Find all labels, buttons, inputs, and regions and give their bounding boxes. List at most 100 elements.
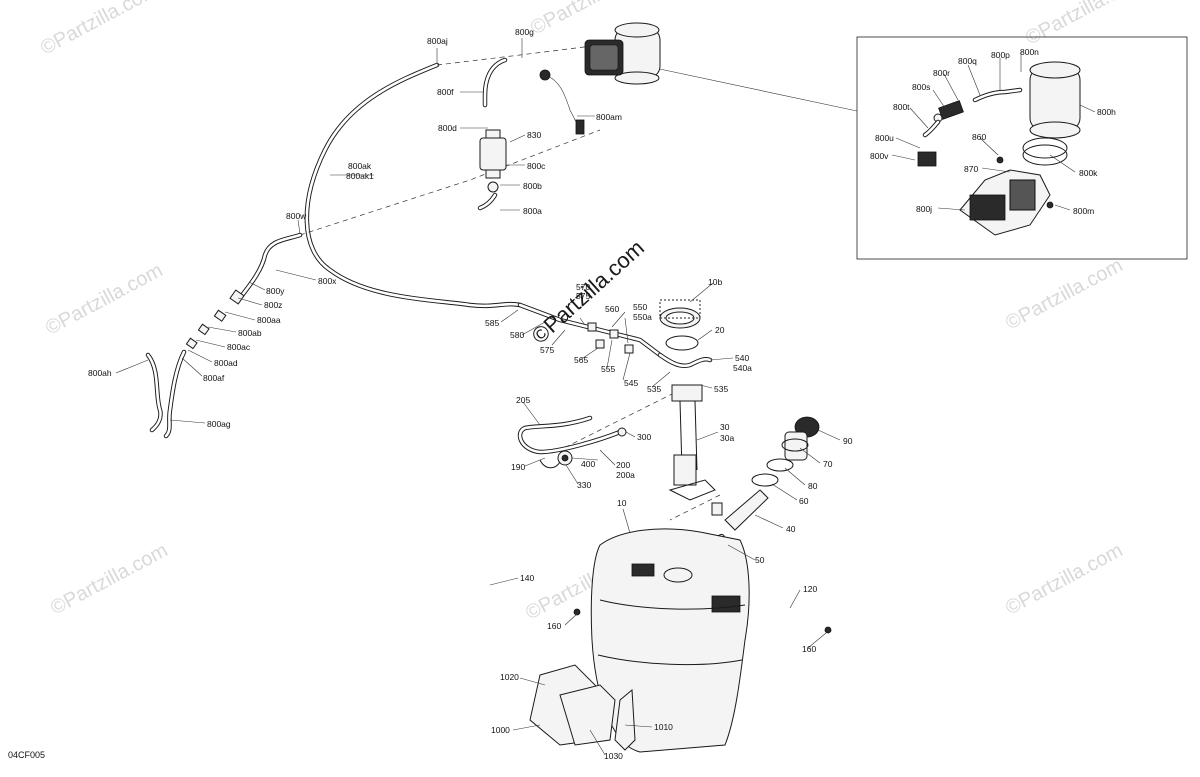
part-label-545: 545 — [624, 378, 638, 388]
part-label-30: 30 — [720, 422, 730, 432]
part-label-30a: 30a — [720, 433, 734, 443]
part-label-585: 585 — [485, 318, 499, 328]
part-label-800k: 800k — [1079, 168, 1098, 178]
part-label-200: 200 — [616, 460, 630, 470]
part-label-550: 550 — [633, 302, 647, 312]
part-label-540a: 540a — [733, 363, 752, 373]
part-label-800aj: 800aj — [427, 36, 448, 46]
part-label-300: 300 — [637, 432, 651, 442]
lock-ring-10b — [659, 299, 701, 329]
assembly-dash-line — [669, 494, 721, 521]
part-label-60: 60 — [799, 496, 809, 506]
part-label-830: 830 — [527, 130, 541, 140]
part-label-205: 205 — [516, 395, 530, 405]
hose-205 — [517, 415, 627, 469]
part-label-190: 190 — [511, 462, 525, 472]
watermark: ©Partzilla.com — [47, 539, 171, 619]
hose-chain-left — [145, 232, 303, 439]
watermark: ©Partzilla.com — [1002, 254, 1126, 334]
part-label-800q: 800q — [958, 56, 977, 66]
part-label-40: 40 — [786, 524, 796, 534]
part-label-575: 575 — [540, 345, 554, 355]
seal-20 — [665, 335, 699, 351]
part-label-860: 860 — [972, 132, 986, 142]
part-label-400: 400 — [581, 459, 595, 469]
part-label-550a: 550a — [633, 312, 652, 322]
assembly-dash-line — [436, 44, 601, 66]
part-label-800t: 800t — [893, 102, 910, 112]
fuel-tank-10 — [590, 528, 750, 753]
vent-hose-long — [304, 62, 523, 309]
strap-120 — [778, 538, 848, 660]
part-label-570: 570 — [576, 282, 590, 292]
fuel-filter-800c — [477, 129, 507, 211]
watermark: ©Partzilla.com — [1022, 0, 1146, 49]
part-label-560: 560 — [605, 304, 619, 314]
part-label-1000: 1000 — [491, 725, 510, 735]
inset-callout-line — [654, 67, 858, 112]
assembly-dash-line — [299, 129, 601, 236]
watermark: ©Partzilla.com — [42, 259, 166, 339]
part-label-800ak1: 800ak1 — [346, 171, 374, 181]
part-label-50: 50 — [755, 555, 765, 565]
part-label-160-left: 160 — [547, 621, 561, 631]
part-label-800v: 800v — [870, 151, 889, 161]
part-label-800af: 800af — [203, 373, 225, 383]
part-labels: 800aj 800g 800f 800am 800d 830 800c 800a… — [88, 27, 1116, 761]
part-label-800p: 800p — [991, 50, 1010, 60]
part-label-800ab: 800ab — [238, 328, 262, 338]
part-label-330: 330 — [577, 480, 591, 490]
part-label-800x: 800x — [318, 276, 337, 286]
part-label-20: 20 — [715, 325, 725, 335]
part-label-535-left: 535 — [647, 384, 661, 394]
part-label-565: 565 — [574, 355, 588, 365]
assembly-dash-line — [559, 384, 691, 451]
diagram-code: 04CF005 — [8, 750, 45, 760]
part-label-1020: 1020 — [500, 672, 519, 682]
fuel-pump-module-30 — [668, 384, 716, 501]
leader-lines — [115, 38, 1096, 756]
evap-canister-top — [584, 22, 661, 85]
inset-parts — [917, 61, 1081, 236]
part-label-800y: 800y — [266, 286, 285, 296]
part-label-800w: 800w — [286, 211, 307, 221]
part-label-800j: 800j — [916, 204, 932, 214]
part-label-10: 10 — [617, 498, 627, 508]
part-label-870: 870 — [964, 164, 978, 174]
part-label-800u: 800u — [875, 133, 894, 143]
part-label-575-top: 575 — [576, 291, 590, 301]
part-label-140: 140 — [520, 573, 534, 583]
part-label-80: 80 — [808, 481, 818, 491]
part-label-120: 120 — [803, 584, 817, 594]
part-label-1010: 1010 — [654, 722, 673, 732]
part-label-1030: 1030 — [604, 751, 623, 761]
part-label-200a: 200a — [616, 470, 635, 480]
part-label-800s: 800s — [912, 82, 930, 92]
part-label-800ak: 800ak — [348, 161, 372, 171]
watermark: ©Partzilla.com — [37, 0, 161, 59]
part-label-800a: 800a — [523, 206, 542, 216]
part-label-70: 70 — [823, 459, 833, 469]
part-label-800f: 800f — [437, 87, 454, 97]
part-label-800g: 800g — [515, 27, 534, 37]
part-label-10b: 10b — [708, 277, 722, 287]
part-label-580: 580 — [510, 330, 524, 340]
part-label-800ah: 800ah — [88, 368, 112, 378]
part-label-800ac: 800ac — [227, 342, 251, 352]
part-label-800d: 800d — [438, 123, 457, 133]
part-label-540: 540 — [735, 353, 749, 363]
strap-140 — [483, 510, 581, 640]
part-label-800b: 800b — [523, 181, 542, 191]
part-label-535-right: 535 — [714, 384, 728, 394]
part-label-160-right: 160 — [802, 644, 816, 654]
inset-detail-box — [856, 36, 1188, 260]
part-label-800c: 800c — [527, 161, 546, 171]
part-label-90: 90 — [843, 436, 853, 446]
part-label-800h: 800h — [1097, 107, 1116, 117]
watermark: ©Partzilla.com — [1002, 539, 1126, 619]
part-label-800r: 800r — [933, 68, 950, 78]
part-label-800m: 800m — [1073, 206, 1094, 216]
part-label-800ag: 800ag — [207, 419, 231, 429]
part-label-800z: 800z — [264, 300, 282, 310]
